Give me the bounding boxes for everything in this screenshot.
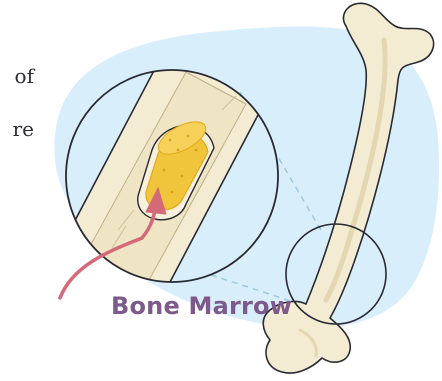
bone-marrow-label: Bone Marrow	[111, 292, 292, 320]
side-text-bottom: re	[0, 119, 34, 139]
side-text-top: of	[0, 66, 34, 86]
